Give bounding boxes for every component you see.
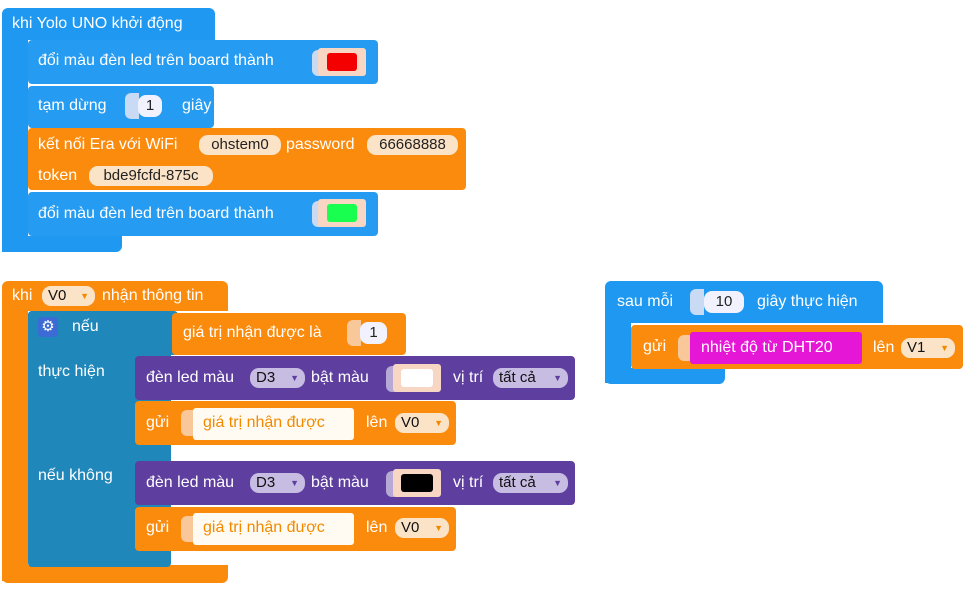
dropdown-arrow-icon: ▼ [940, 343, 949, 353]
led-block-label-2: đèn led màu [146, 474, 235, 491]
token-input[interactable]: bde9fcfd-875c [89, 166, 213, 186]
receive-block-foot [2, 565, 228, 583]
led-pin-dropdown[interactable]: D3 ▼ [250, 368, 305, 388]
send-pin-value-2: V0 [401, 519, 420, 536]
startup-block-foot [2, 236, 122, 252]
send-pin-value: V0 [401, 414, 420, 431]
dropdown-arrow-icon: ▼ [553, 373, 562, 383]
condition-value-input[interactable]: 1 [360, 322, 387, 344]
send-label-2: gửi [146, 519, 170, 536]
pause-unit: giây [182, 97, 212, 114]
send-label: gửi [146, 414, 170, 431]
dropdown-arrow-icon: ▼ [80, 291, 89, 301]
startup-block-spine [2, 38, 28, 252]
send-pin-dropdown-2[interactable]: V0 ▼ [395, 518, 449, 538]
condition-label: giá trị nhận được là [183, 324, 322, 341]
on-receive-event-block[interactable] [2, 281, 228, 311]
dht20-temperature-block[interactable] [690, 332, 862, 364]
then-label: thực hiện [38, 363, 105, 380]
send-pin-dropdown[interactable]: V0 ▼ [395, 413, 449, 433]
led-mid-label: bật màu [311, 369, 369, 386]
password-label: password [286, 136, 355, 153]
set-board-led-label-2: đổi màu đèn led trên board thành [38, 205, 274, 222]
receive-hat-suffix: nhận thông tin [102, 287, 204, 304]
led-pin-value-2: D3 [256, 474, 276, 491]
token-label: token [38, 167, 78, 184]
wifi-ssid-input[interactable]: ohstem0 [199, 135, 281, 155]
gear-icon[interactable]: ⚙ [38, 317, 58, 337]
sensor-pin-dropdown[interactable]: V1 ▼ [901, 338, 955, 358]
receive-hat-prefix: khi [12, 287, 33, 304]
led-color-green[interactable] [327, 204, 357, 222]
led-pos-value-2: tất cả [499, 474, 536, 491]
set-board-led-label: đổi màu đèn led trên board thành [38, 52, 274, 69]
led-pos-dropdown[interactable]: tất cả ▼ [493, 368, 568, 388]
sensor-to-label: lên [873, 339, 895, 356]
condition-socket [347, 320, 361, 346]
else-label: nếu không [38, 467, 113, 484]
sensor-label: nhiệt độ từ DHT20 [701, 339, 833, 356]
received-value-block-2[interactable]: giá trị nhận được [193, 513, 354, 545]
led-color-red[interactable] [327, 53, 357, 71]
led-pos-label: vị trí [453, 369, 484, 386]
receive-pin-value: V0 [48, 287, 67, 304]
led-pos-dropdown-2[interactable]: tất cả ▼ [493, 473, 568, 493]
sensor-socket [678, 335, 692, 361]
led-color-white[interactable] [401, 369, 433, 387]
send-sensor-label: gửi [643, 338, 667, 355]
dropdown-arrow-icon: ▼ [434, 418, 443, 428]
received-value-block[interactable]: giá trị nhận được [193, 408, 354, 440]
startup-event-block[interactable] [2, 8, 215, 40]
wifi-password-input[interactable]: 66668888 [367, 135, 458, 155]
receive-pin-dropdown[interactable]: V0 ▼ [42, 286, 95, 306]
interval-prefix: sau mỗi [617, 293, 674, 310]
sensor-pin-value: V1 [907, 339, 926, 356]
send-to-label: lên [366, 414, 388, 431]
interval-seconds-input[interactable]: 10 [704, 291, 744, 313]
led-pin-value: D3 [256, 369, 276, 386]
every-interval-block[interactable] [605, 281, 883, 323]
send-socket [181, 410, 195, 436]
number-socket [125, 93, 139, 119]
interval-block-foot [605, 368, 725, 384]
interval-suffix: giây thực hiện [757, 293, 858, 310]
receive-block-spine [2, 309, 28, 581]
led-pos-label-2: vị trí [453, 474, 484, 491]
startup-hat-label: khi Yolo UNO khởi động [12, 15, 183, 32]
send-socket-2 [181, 516, 195, 542]
pause-seconds-input[interactable]: 1 [138, 95, 162, 117]
led-mid-label-2: bật màu [311, 474, 369, 491]
led-block-label: đèn led màu [146, 369, 235, 386]
dropdown-arrow-icon: ▼ [553, 478, 562, 488]
wifi-label: kết nối Era với WiFi [38, 136, 178, 153]
if-label: nếu [72, 318, 99, 335]
led-color-black[interactable] [401, 474, 433, 492]
dropdown-arrow-icon: ▼ [434, 523, 443, 533]
led-pos-value: tất cả [499, 369, 536, 386]
pause-label: tạm dừng [38, 97, 107, 114]
dropdown-arrow-icon: ▼ [290, 373, 299, 383]
pause-block[interactable] [28, 86, 214, 128]
interval-socket [690, 289, 704, 315]
send-to-label-2: lên [366, 519, 388, 536]
dropdown-arrow-icon: ▼ [290, 478, 299, 488]
led-pin-dropdown-2[interactable]: D3 ▼ [250, 473, 305, 493]
